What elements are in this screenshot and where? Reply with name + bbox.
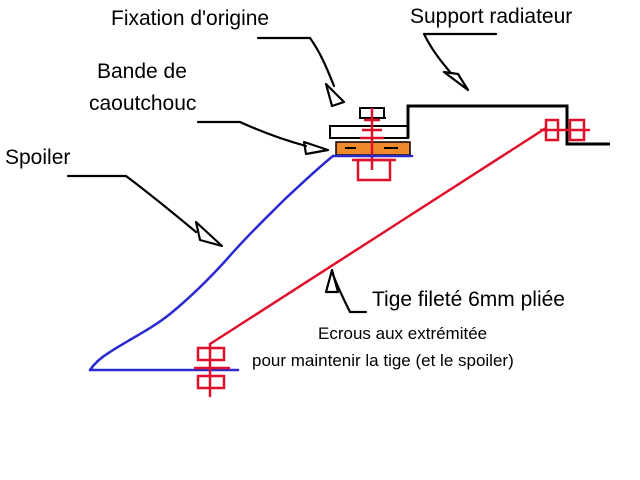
label-support-radiateur: Support radiateur	[410, 5, 572, 28]
radiator-support	[406, 104, 610, 146]
pointer-rubber-band	[196, 120, 330, 156]
original-fixation	[329, 107, 409, 139]
label-ecrous-line2: pour maintenir la tige (et le spoiler)	[252, 351, 514, 370]
label-bande-line2: caoutchouc	[89, 92, 196, 115]
label-tige-filete: Tige fileté 6mm pliée	[372, 288, 565, 311]
label-ecrous-line1: Ecrous aux extrémitée	[318, 324, 487, 343]
threaded-rod	[208, 126, 548, 346]
pointer-support	[422, 32, 498, 92]
fixation-bolt	[352, 108, 396, 182]
label-fixation-origine: Fixation d'origine	[111, 7, 269, 30]
label-spoiler: Spoiler	[5, 146, 70, 169]
label-bande-line1: Bande de	[97, 60, 187, 83]
pointer-spoiler	[66, 174, 224, 248]
lower-nut	[194, 346, 230, 390]
pointer-tige	[324, 268, 368, 314]
spoiler-profile	[88, 154, 414, 372]
upper-nut	[540, 118, 590, 142]
pointer-fixation	[256, 36, 346, 108]
